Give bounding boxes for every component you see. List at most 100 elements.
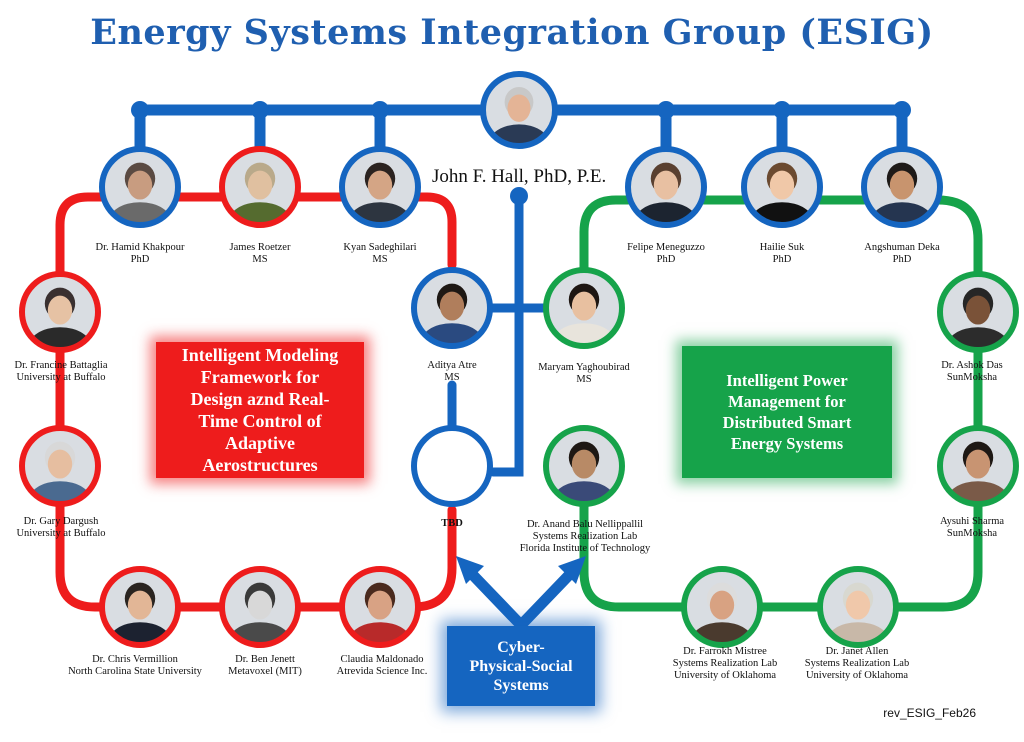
name: James Roetzer bbox=[229, 242, 291, 253]
page-title: Energy Systems Integration Group (ESIG) bbox=[90, 12, 934, 53]
name: Kyan Sadeghilari bbox=[343, 242, 417, 253]
label-allen: Dr. Janet Allen Systems Realization Lab … bbox=[792, 646, 922, 682]
avatar-hall bbox=[480, 71, 558, 149]
group-box-adaptive-aerostructures: Intelligent Modeling Framework for Desig… bbox=[156, 342, 364, 478]
name: Dr. Ashok Das bbox=[941, 360, 1003, 371]
group-line: Distributed Smart bbox=[722, 413, 852, 432]
group-line: Cyber- bbox=[497, 638, 545, 656]
avatar-das bbox=[937, 271, 1019, 353]
avatar-khakpour bbox=[99, 146, 181, 228]
degree: MS bbox=[372, 254, 388, 265]
affiliation: SunMoksha bbox=[946, 372, 998, 383]
group-line: Systems bbox=[493, 676, 549, 694]
name: Dr. Farrokh Mistree bbox=[683, 646, 767, 657]
group-line: Design aznd Real- bbox=[190, 389, 330, 409]
label-dargush: Dr. Gary Dargush University at Buffalo bbox=[0, 516, 122, 540]
group-box-power-management: Intelligent Power Management for Distrib… bbox=[682, 346, 892, 478]
avatar-suk bbox=[741, 146, 823, 228]
revision-label: rev_ESIG_Feb26 bbox=[883, 706, 976, 720]
affiliation: Atrevida Science Inc. bbox=[336, 666, 428, 677]
avatar-yaghoubirad bbox=[543, 267, 625, 349]
group-line: Intelligent Power bbox=[726, 371, 848, 390]
affiliation-2: University of Oklahoma bbox=[805, 670, 909, 681]
arrow-head-right bbox=[558, 556, 586, 584]
degree: MS bbox=[444, 372, 460, 383]
degree: PhD bbox=[656, 254, 676, 265]
label-atre: Aditya Atre MS bbox=[402, 360, 502, 384]
avatar-deka bbox=[861, 146, 943, 228]
group-line: Adaptive bbox=[224, 433, 295, 453]
bus-node-6 bbox=[893, 101, 911, 119]
label-sadeghilari: Kyan Sadeghilari MS bbox=[325, 242, 435, 266]
label-meneguzzo: Felipe Meneguzzo PhD bbox=[611, 242, 721, 266]
blue-arrow-left bbox=[464, 566, 524, 628]
avatar-jenett bbox=[219, 566, 301, 648]
bus-node-4 bbox=[657, 101, 675, 119]
label-maldonado: Claudia Maldonado Atrevida Science Inc. bbox=[322, 654, 442, 678]
red-loop-line bbox=[55, 192, 457, 612]
bus-node-3 bbox=[371, 101, 389, 119]
avatar-atre bbox=[411, 267, 493, 349]
bus-node-5 bbox=[773, 101, 791, 119]
degree: PhD bbox=[772, 254, 792, 265]
label-das: Dr. Ashok Das SunMoksha bbox=[920, 360, 1024, 384]
affiliation: University at Buffalo bbox=[16, 372, 106, 383]
avatar-allen bbox=[817, 566, 899, 648]
label-jenett: Dr. Ben Jenett Metavoxel (MIT) bbox=[210, 654, 320, 678]
label-mistree: Dr. Farrokh Mistree Systems Realization … bbox=[660, 646, 790, 682]
avatar-nellippallil bbox=[543, 425, 625, 507]
group-line: Aerostructures bbox=[202, 455, 318, 475]
name: Aditya Atre bbox=[427, 360, 477, 371]
bus-node-1 bbox=[131, 101, 149, 119]
green-loop-line bbox=[579, 195, 983, 612]
name: Maryam Yaghoubirad bbox=[538, 362, 630, 373]
name: Aysuhi Sharma bbox=[939, 516, 1005, 527]
bus-node-2 bbox=[251, 101, 269, 119]
degree: PhD bbox=[892, 254, 912, 265]
name: Angshuman Deka bbox=[864, 242, 940, 253]
name: Dr. Hamid Khakpour bbox=[95, 242, 185, 253]
name: Felipe Meneguzzo bbox=[627, 242, 705, 253]
affiliation-2: Florida Institute of Technology bbox=[519, 543, 651, 554]
affiliation-2: University of Oklahoma bbox=[673, 670, 777, 681]
label-sharma: Aysuhi Sharma SunMoksha bbox=[920, 516, 1024, 540]
blue-center-trunk bbox=[488, 191, 524, 477]
label-roetzer: James Roetzer MS bbox=[210, 242, 310, 266]
name: Dr. Anand Balu Nellippallil bbox=[526, 519, 644, 530]
label-nellippallil: Dr. Anand Balu Nellippallil Systems Real… bbox=[500, 519, 670, 555]
name: Dr. Gary Dargush bbox=[23, 516, 99, 527]
lead-name: John F. Hall, PhD, P.E. bbox=[432, 166, 607, 187]
label-deka: Angshuman Deka PhD bbox=[842, 242, 962, 266]
affiliation: University at Buffalo bbox=[16, 528, 106, 539]
group-line: Energy Systems bbox=[730, 434, 844, 453]
avatar-roetzer bbox=[219, 146, 301, 228]
label-vermillion: Dr. Chris Vermillion North Carolina Stat… bbox=[50, 654, 220, 678]
degree: MS bbox=[576, 374, 592, 385]
name: Dr. Chris Vermillion bbox=[92, 654, 178, 665]
group-line: Framework for bbox=[200, 367, 320, 387]
tbd-placeholder bbox=[411, 425, 493, 507]
group-line: Intelligent Modeling bbox=[181, 345, 339, 365]
name: Dr. Ben Jenett bbox=[235, 654, 295, 665]
affiliation: Systems Realization Lab bbox=[804, 658, 910, 669]
arrow-head-left bbox=[456, 556, 484, 584]
avatar-mistree bbox=[681, 566, 763, 648]
degree: PhD bbox=[130, 254, 150, 265]
group-box-cyber-physical-social: Cyber- Physical-Social Systems bbox=[447, 626, 595, 706]
label-yaghoubirad: Maryam Yaghoubirad MS bbox=[522, 362, 646, 386]
label-suk: Hailie Suk PhD bbox=[732, 242, 832, 266]
name: Dr. Janet Allen bbox=[825, 646, 889, 657]
affiliation: North Carolina State University bbox=[68, 666, 202, 677]
group-line: Physical-Social bbox=[469, 657, 573, 675]
label-tbd: TBD bbox=[422, 518, 482, 530]
degree: MS bbox=[252, 254, 268, 265]
affiliation: Systems Realization Lab bbox=[532, 531, 638, 542]
avatar-dargush bbox=[19, 425, 101, 507]
blue-arrow-right bbox=[518, 566, 578, 628]
affiliation: Metavoxel (MIT) bbox=[228, 666, 302, 677]
avatar-sadeghilari bbox=[339, 146, 421, 228]
avatar-meneguzzo bbox=[625, 146, 707, 228]
avatar-vermillion bbox=[99, 566, 181, 648]
group-line: Time Control of bbox=[198, 411, 322, 431]
